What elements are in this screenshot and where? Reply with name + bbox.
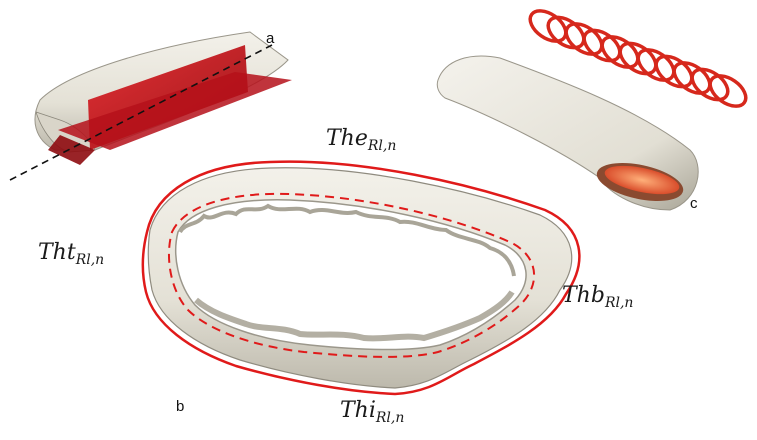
panel-a-rib-segment	[10, 32, 292, 180]
label-tht-main: Tht	[38, 240, 76, 265]
label-tht-sub: Rl,n	[76, 252, 105, 268]
label-thb-main: Thb	[562, 283, 605, 308]
label-thi-main: Thi	[340, 398, 376, 423]
label-the-sub: Rl,n	[368, 138, 397, 154]
panel-label-a: a	[266, 30, 274, 47]
panel-label-c: c	[690, 195, 698, 212]
label-thb-bottom: ThbRl,n	[562, 283, 633, 311]
label-the-external: TheRl,n	[326, 126, 396, 154]
label-thb-sub: Rl,n	[605, 295, 634, 311]
panel-label-b: b	[176, 398, 184, 415]
label-the-main: The	[326, 126, 368, 151]
label-tht-top: ThtRl,n	[38, 240, 104, 268]
label-thi-sub: Rl,n	[376, 410, 405, 426]
label-thi-internal: ThiRl,n	[340, 398, 404, 426]
panel-b-cross-section	[143, 162, 580, 394]
